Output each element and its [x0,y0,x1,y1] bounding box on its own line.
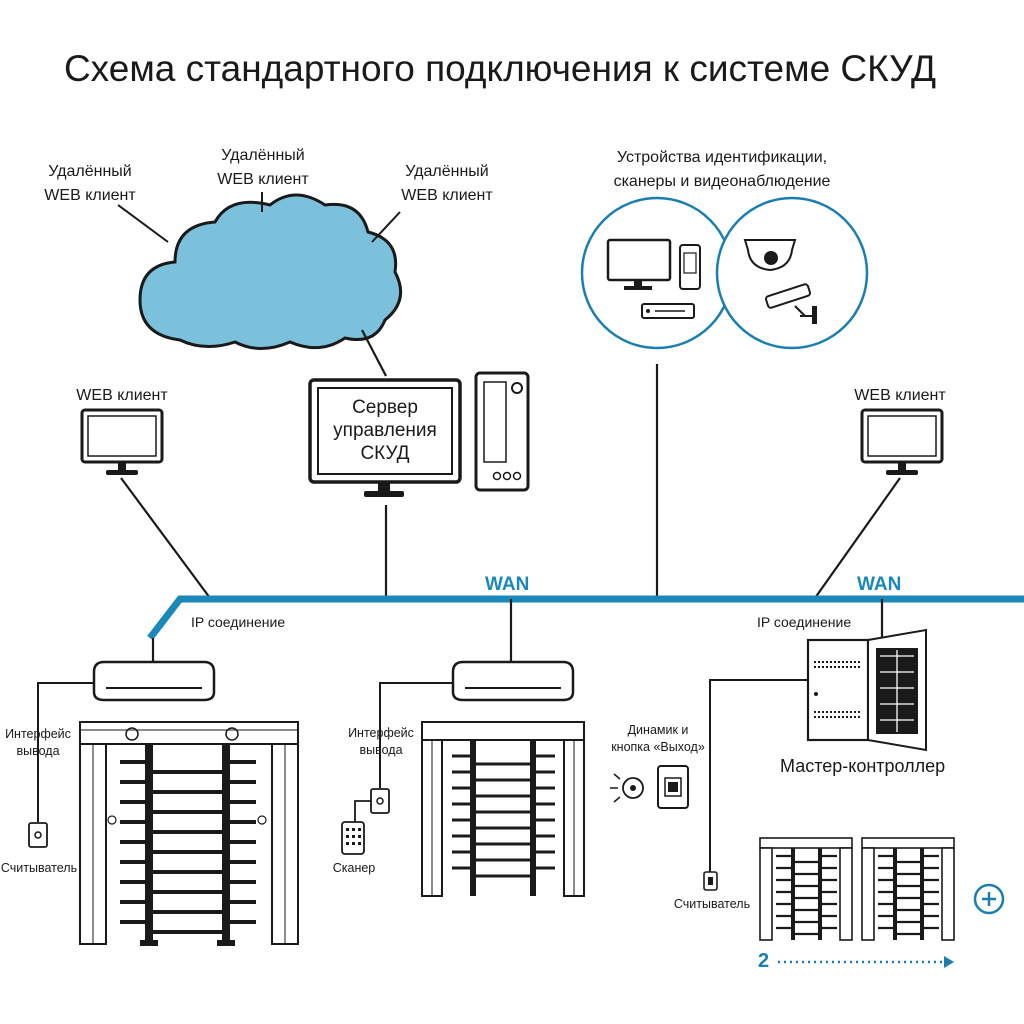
reader-left-icon [28,822,48,848]
label-line: СКУД [360,443,410,464]
turnstile-small-2 [861,837,955,941]
label-line: Удалённый [48,163,132,180]
mini-monitor-icon [606,238,672,290]
master-controller-cabinet [806,628,927,752]
video-surveillance-circle [715,196,869,350]
web-client-right-monitor [860,408,944,477]
label-line: Интерфейс [348,726,414,740]
master-controller-label: Мастер-контроллер [780,756,946,776]
ip-connection-left-label: IP соединение [191,614,286,630]
router-middle-icon [451,660,575,702]
label-line: сканеры и видеонаблюдение [613,173,831,190]
web-client-left-label: WEB клиент [76,387,168,404]
wan-network-line [147,595,1024,641]
identification-devices-label: Устройства идентификации, сканеры и виде… [592,146,852,194]
server-monitor [308,378,462,497]
page-title: Схема стандартного подключения к системе… [63,48,937,89]
turnstile-left [79,721,299,946]
reader-right-label: Считыватель [673,897,751,911]
label-line: управления [333,420,437,441]
router-left-icon [92,660,216,702]
output-interface-middle-label: Интерфейс вывода [344,725,418,759]
dvr-icon [641,303,695,319]
remote-web-client-right-label: Удалённый WEB клиент [387,160,507,208]
output-interface-left-label: Интерфейс вывода [0,726,76,760]
label-line: вывода [359,743,403,757]
turnstile-middle [421,721,585,897]
label-line: Интерфейс [5,727,71,741]
label-line: WEB клиент [217,171,309,188]
label-line: Удалённый [221,147,305,164]
ip-connection-right-label: IP соединение [757,614,852,630]
plus-circle-icon [973,883,1005,915]
remote-web-client-left-label: Удалённый WEB клиент [30,160,150,208]
wan-left-label: WAN [485,574,530,595]
bullet-camera-icon [765,283,817,324]
scanner-keypad-icon [341,821,365,855]
dome-camera-icon [743,239,797,272]
label-line: Удалённый [405,163,489,180]
label-line: вывода [16,744,60,758]
output-interface-middle-icon [370,788,390,814]
label-line: Устройства идентификации, [616,149,828,166]
web-client-right-label: WEB клиент [854,387,946,404]
card-reader-icon [679,244,701,290]
label-line: Сервер [352,397,418,418]
exit-button-icon [657,765,689,809]
wan-right-label: WAN [857,574,902,595]
label-line: кнопка «Выход» [611,740,705,754]
speaker-icon [610,773,644,803]
turnstile-small-1 [759,837,853,941]
remote-web-client-middle-label: Удалённый WEB клиент [203,144,323,192]
server-label: Сервер управления СКУД [318,396,452,465]
dotted-arrow-icon [778,956,954,968]
scanner-label: Сканер [332,861,376,875]
speaker-exit-button-label: Динамик и кнопка «Выход» [602,722,714,756]
label-line: WEB клиент [44,187,136,204]
turnstile-count-label: 2 [758,950,770,972]
cloud-shape [138,193,403,350]
pc-tower-icon [474,371,530,492]
reader-left-label: Считыватель [0,861,78,875]
label-line: WEB клиент [401,187,493,204]
web-client-left-monitor [80,408,164,477]
reader-right-icon [703,871,718,891]
label-line: Динамик и [627,723,689,737]
